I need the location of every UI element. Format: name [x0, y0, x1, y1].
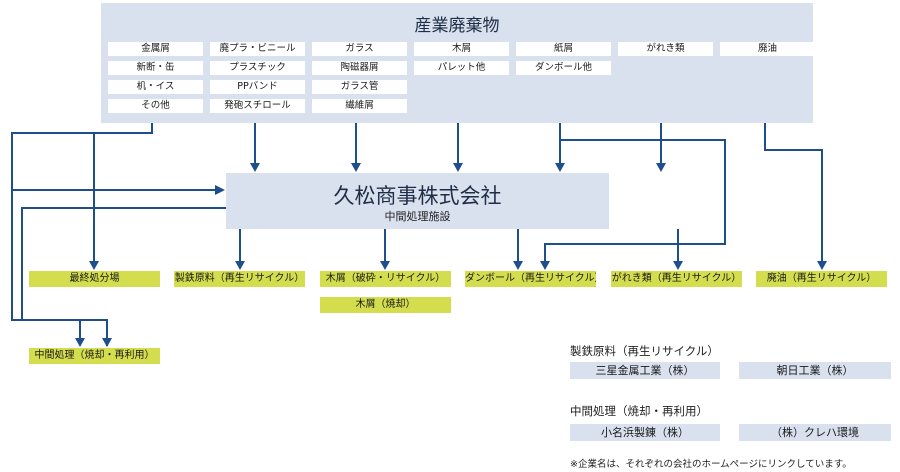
company-link-asahi-kogyo[interactable]: 朝日工業（株） — [739, 362, 891, 379]
company-name: 久松商事株式会社 — [333, 184, 502, 208]
company-link-sansei-kinzoku[interactable]: 三星金属工業（株） — [570, 362, 720, 379]
dest-rubble: がれき類（再生リサイクル） — [611, 271, 742, 287]
waste-chip: 木屑 — [414, 42, 509, 56]
waste-source-title: 産業廃棄物 — [414, 16, 500, 36]
waste-chip: 廃油 — [720, 42, 815, 56]
company-link-kureha-kankyo[interactable]: （株）クレハ環境 — [739, 424, 891, 441]
waste-chip: 紙屑 — [516, 42, 611, 56]
waste-chip: その他 — [108, 99, 203, 113]
dest-steel-material: 製鉄原料（再生リサイクル） — [174, 271, 305, 287]
dest-wood-burn: 木屑（焼却） — [320, 297, 451, 313]
waste-chip: 金属屑 — [108, 42, 203, 56]
arrow-down-icon — [380, 261, 390, 270]
arrow-down-icon — [89, 261, 99, 270]
arrow-down-icon — [656, 163, 666, 172]
dest-cardboard: ダンボール（再生リサイクル） — [465, 271, 596, 287]
connector-metal — [11, 114, 153, 346]
arrow-down-icon — [102, 338, 112, 347]
waste-chip: 机・イス — [108, 80, 203, 94]
waste-chip: 廃プラ・ビニール — [210, 42, 305, 56]
waste-chip: ガラス — [312, 42, 407, 56]
arrow-down-icon — [351, 163, 361, 172]
arrow-down-icon — [513, 261, 523, 270]
processing-hub: 久松商事株式会社 中間処理施設 — [226, 173, 609, 229]
waste-chip: ダンボール他 — [516, 61, 611, 75]
waste-chip: がれき類 — [618, 42, 713, 56]
dest-waste-oil: 廃油（再生リサイクル） — [756, 271, 887, 287]
waste-chip: プラスチック — [210, 61, 305, 75]
facility-label: 中間処理施設 — [384, 210, 451, 223]
waste-chip: ガラス管 — [312, 80, 407, 94]
arrow-down-icon — [555, 163, 565, 172]
arrow-down-icon — [673, 261, 683, 270]
waste-chip: 発砲スチロール — [210, 99, 305, 113]
link-note: ※企業名は、それぞれの会社のホームページにリンクしています。 — [570, 459, 852, 470]
intermediate-partners-heading: 中間処理（焼却・再利用） — [570, 404, 708, 418]
dest-intermediate: 中間処理（焼却・再利用） — [29, 348, 160, 364]
arrow-down-icon — [817, 261, 827, 270]
arrow-down-icon — [453, 163, 463, 172]
arrow-down-icon — [250, 163, 260, 172]
dest-wood-crush: 木屑（破砕・リサイクル） — [320, 271, 451, 287]
waste-chip: パレット他 — [414, 61, 509, 75]
waste-chip: PPバンド — [210, 80, 305, 94]
waste-chip: 繊維屑 — [312, 99, 407, 113]
arrow-down-icon — [75, 338, 85, 347]
arrow-down-icon — [235, 261, 245, 270]
arrow-right-icon — [215, 185, 225, 195]
company-link-onahama-smelting[interactable]: 小名浜製錬（株） — [570, 424, 720, 441]
dest-final-disposal: 最終処分場 — [29, 271, 160, 287]
steel-partners-heading: 製鉄原料（再生リサイクル） — [570, 344, 719, 358]
waste-chip: 陶磁器屑 — [312, 61, 407, 75]
waste-chip: 新断・缶 — [108, 61, 203, 75]
arrow-down-icon — [540, 261, 550, 270]
